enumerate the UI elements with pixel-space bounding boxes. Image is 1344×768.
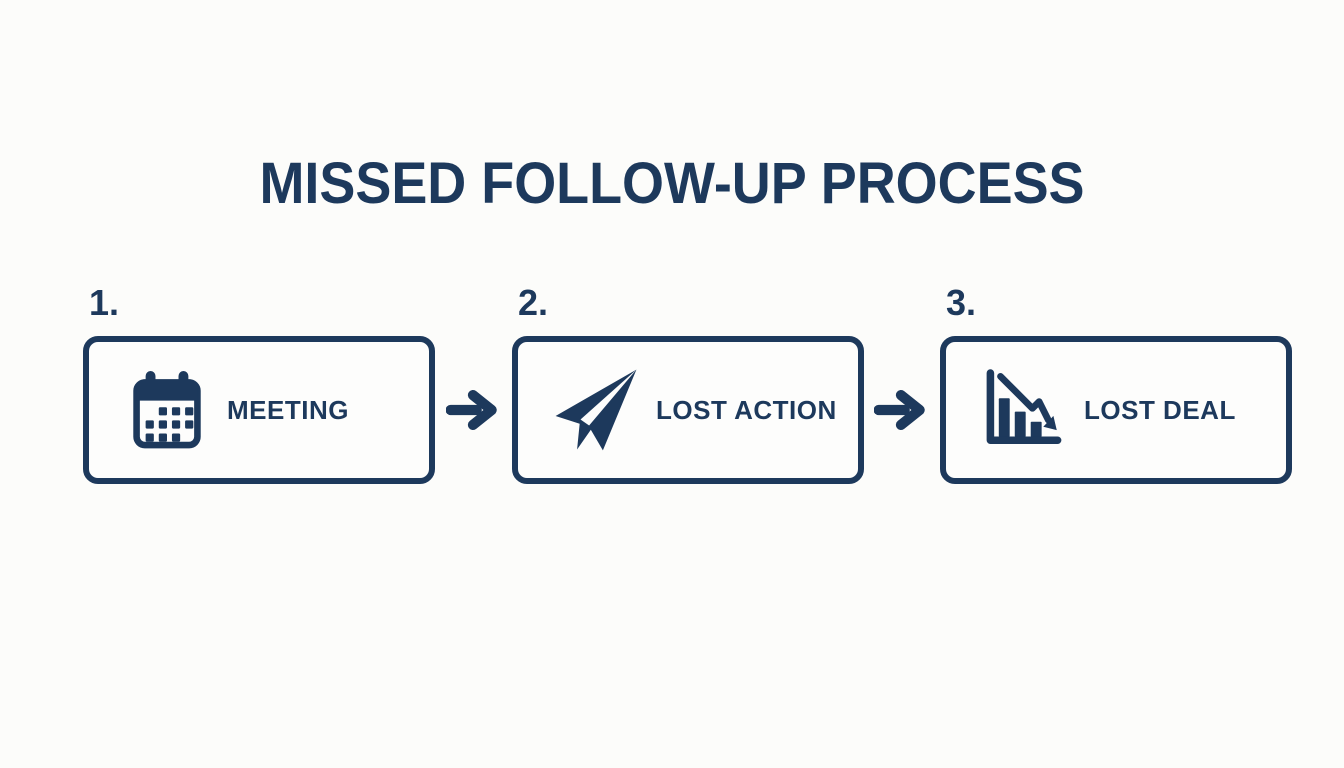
step-box-meeting: MEETING — [83, 336, 435, 484]
arrow-right-icon — [445, 388, 500, 432]
step-label: MEETING — [227, 394, 349, 425]
step-lost-action: 2. LOST ACTION — [512, 283, 864, 484]
step-box-lost-action: LOST ACTION — [512, 336, 864, 484]
step-number: 1. — [89, 282, 120, 323]
step-label: LOST DEAL — [1084, 394, 1236, 425]
step-box-lost-deal: LOST DEAL — [940, 336, 1292, 484]
step-number: 3. — [946, 282, 977, 323]
paper-plane-icon — [552, 367, 640, 453]
step-label: LOST ACTION — [656, 394, 837, 425]
step-number: 2. — [518, 282, 549, 323]
page-title: MISSED FOLLOW-UP PROCESS — [259, 151, 1085, 216]
calendar-icon — [123, 370, 211, 450]
step-lost-deal: 3. LOST DEAL — [940, 283, 1292, 484]
declining-bar-chart-icon — [980, 368, 1068, 452]
step-meeting: 1. — [83, 283, 435, 484]
arrow-right-icon — [873, 388, 928, 432]
